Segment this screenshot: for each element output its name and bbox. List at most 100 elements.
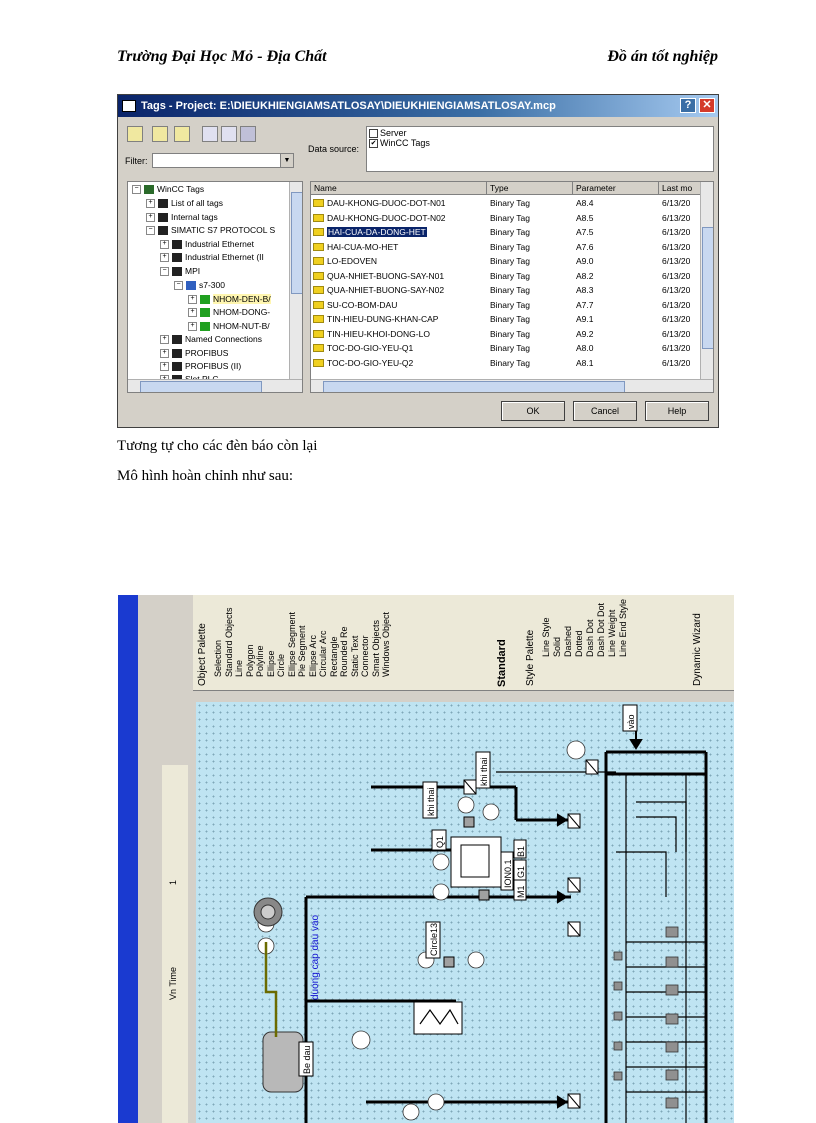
palette-item[interactable]: Selection — [213, 639, 223, 677]
tag-last-modified: 6/13/20 — [662, 212, 691, 223]
tree-item[interactable]: +Industrial Ethernet (II — [160, 252, 264, 262]
palette-item[interactable]: Standard Objects — [223, 607, 234, 677]
column-header-type[interactable]: Type — [487, 182, 573, 195]
help-title-button[interactable]: ? — [680, 98, 696, 113]
new-folder-icon[interactable] — [152, 126, 168, 142]
tree-item[interactable]: −SIMATIC S7 PROTOCOL S — [146, 225, 275, 235]
style-item[interactable]: Line Style — [541, 617, 551, 657]
style-item[interactable]: Line End Style — [618, 598, 628, 657]
palette-item[interactable]: Rounded Re — [339, 626, 349, 677]
tree-item[interactable]: +PROFIBUS — [160, 348, 228, 358]
checkbox-unchecked[interactable] — [369, 129, 378, 139]
palette-item[interactable]: Polyline — [255, 645, 265, 677]
tag-name: DAU-KHONG-DUOC-DOT-N02 — [327, 212, 446, 223]
tree-item[interactable]: +Industrial Ethernet — [160, 239, 254, 249]
tag-last-modified: 6/13/20 — [662, 328, 691, 339]
table-scrollbar[interactable] — [700, 182, 713, 380]
palette-item[interactable]: Circular Arc — [318, 630, 328, 677]
palette-item[interactable]: Circle — [276, 653, 286, 677]
tag-name: LO-EDOVEN — [327, 256, 378, 266]
tree-item[interactable]: −s7-300 — [174, 280, 225, 290]
tree-hscrollbar[interactable] — [128, 379, 302, 392]
label-circle13: Circle13 — [429, 923, 439, 956]
style-item[interactable]: Dash Dot Dot — [596, 602, 606, 657]
tree-item[interactable]: +List of all tags — [146, 198, 223, 208]
tree-item[interactable]: +NHOM-DEN-B/ — [188, 294, 271, 304]
palette-item[interactable]: Polygon — [244, 644, 255, 677]
tree-item[interactable]: −WinCC Tags — [132, 184, 204, 194]
help-button[interactable]: Help — [645, 401, 709, 421]
tag-icon — [313, 358, 324, 367]
palette-item[interactable]: Ellipse Arc — [307, 634, 318, 677]
palette-item[interactable]: Ellipse Segment — [286, 611, 297, 677]
list-view-icon[interactable] — [221, 126, 237, 142]
palette-item[interactable]: Smart Objects — [370, 619, 381, 677]
checkbox-checked[interactable]: ✔ — [369, 139, 378, 149]
column-header-parameter[interactable]: Parameter — [573, 182, 659, 195]
tag-parameter: A8.1 — [576, 357, 594, 368]
tree-item[interactable]: +NHOM-NUT-B/ — [188, 321, 270, 331]
tree-item[interactable]: +Named Connections — [160, 334, 262, 344]
ok-button[interactable]: OK — [501, 401, 565, 421]
label-vao: vào — [626, 714, 636, 729]
label-khi-thai-2: khi thai — [426, 787, 436, 816]
data-source-wincc[interactable]: ✔WinCC Tags — [369, 138, 430, 149]
tag-last-modified: 6/13/20 — [662, 343, 691, 353]
cancel-button[interactable]: Cancel — [573, 401, 637, 421]
palette-item[interactable]: Line — [234, 659, 244, 677]
chevron-down-icon[interactable]: ▼ — [280, 154, 293, 167]
tree-item[interactable]: +Internal tags — [146, 212, 218, 222]
palette-item[interactable]: Connector — [360, 635, 370, 677]
dialog-titlebar: Tags - Project: E:\DIEUKHIENGIAMSATLOSAY… — [118, 95, 718, 117]
palette-item[interactable]: Pie Segment — [297, 625, 307, 677]
palette-item[interactable]: Static Text — [349, 635, 360, 677]
tree-item[interactable]: +PROFIBUS (II) — [160, 361, 241, 371]
palette-item[interactable]: Rectangle — [328, 636, 339, 677]
tree-item[interactable]: −MPI — [160, 266, 200, 276]
dynamic-wizard-title: Dynamic Wizard — [692, 613, 703, 686]
tag-name: TOC-DO-GIO-YEU-Q1 — [327, 343, 414, 353]
style-item[interactable]: Dash Dot — [585, 619, 595, 657]
large-icons-icon[interactable] — [202, 126, 218, 142]
tag-icon — [313, 271, 324, 280]
column-header-last-modified[interactable]: Last mo — [659, 182, 701, 195]
style-item[interactable]: Dashed — [563, 625, 573, 657]
palette-item[interactable]: Ellipse — [265, 650, 276, 677]
tab-standard[interactable]: Standard — [496, 639, 508, 687]
tree-item[interactable]: +NHOM-DONG- — [188, 307, 270, 317]
palette-item[interactable]: Windows Object — [381, 611, 391, 677]
tag-icon — [313, 329, 324, 338]
close-button[interactable]: ✕ — [699, 98, 715, 113]
tag-last-modified: 6/13/20 — [662, 198, 691, 208]
tree-scrollbar[interactable] — [289, 182, 302, 380]
filter-dropdown[interactable]: ▼ — [152, 153, 294, 168]
font-name-select[interactable]: Vn Time — [168, 966, 178, 1000]
details-view-icon[interactable] — [240, 126, 256, 142]
folder-up-icon[interactable] — [127, 126, 143, 142]
data-source-server[interactable]: Server — [369, 128, 711, 139]
style-item[interactable]: Line Weight — [607, 609, 617, 657]
style-item[interactable]: Dotted — [574, 630, 584, 657]
size-select[interactable]: 1 — [168, 879, 178, 885]
tag-icon — [313, 228, 324, 236]
properties-icon[interactable] — [174, 126, 190, 142]
tag-parameter: A8.2 — [576, 270, 594, 281]
column-header-name[interactable]: Name — [311, 182, 487, 195]
drawing-canvas[interactable]: vào khi thai khi thai Q1 B1 ION0.1 G1 M1… — [196, 702, 734, 1123]
style-item[interactable]: Solid — [552, 636, 562, 657]
tag-parameter: A8.0 — [576, 343, 594, 353]
table-hscrollbar[interactable] — [311, 379, 713, 392]
